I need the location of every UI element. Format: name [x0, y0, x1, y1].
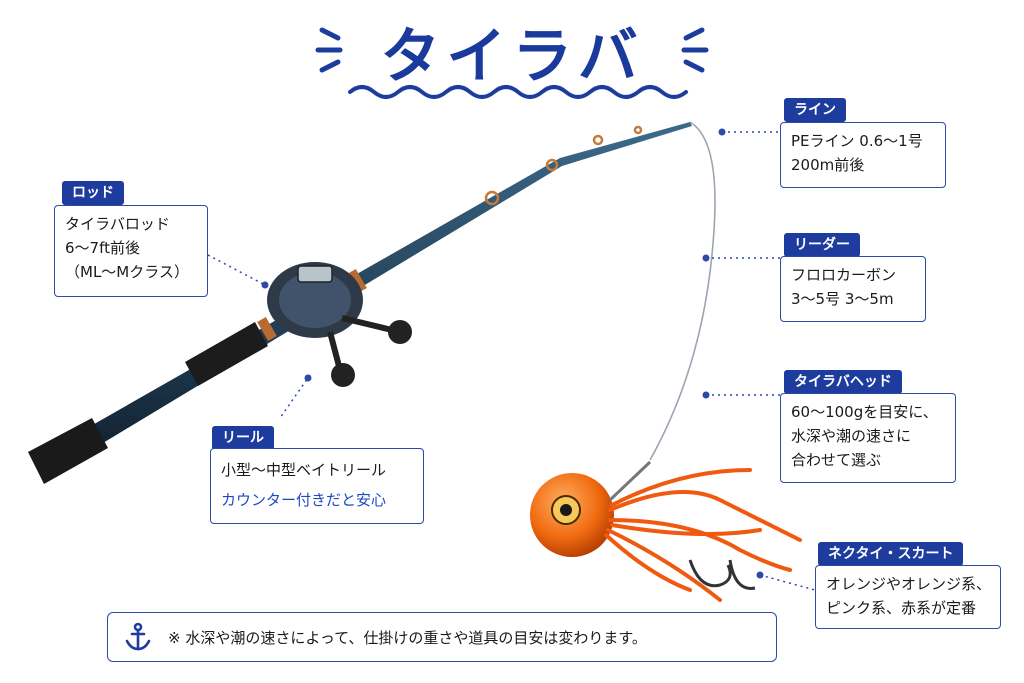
leader-line-1: フロロカーボン	[791, 266, 897, 284]
title-area: タイラバ	[0, 0, 1024, 110]
rod-icon	[28, 122, 692, 484]
reel-icon	[267, 262, 412, 387]
line-line-2: 200m前後	[791, 156, 865, 174]
head-line-3: 合わせて選ぶ	[791, 451, 882, 469]
head-label: 60〜100gを目安に、 水深や潮の速さに 合わせて選ぶ	[780, 393, 956, 483]
rod-line-1: タイラバロッド	[65, 215, 170, 233]
skirt-tag: ネクタイ・スカート	[818, 542, 964, 566]
rod-label: タイラバロッド 6〜7ft前後 （ML〜Mクラス）	[54, 205, 208, 297]
head-tag: タイラバヘッド	[784, 370, 902, 394]
leader-label: フロロカーボン 3〜5号 3〜5m	[780, 256, 926, 322]
line-label: PEライン 0.6〜1号 200m前後	[780, 122, 946, 188]
head-line-2: 水深や潮の速さに	[791, 427, 912, 445]
skirt-label: オレンジやオレンジ系、 ピンク系、赤系が定番	[815, 565, 1001, 629]
line-tag: ライン	[784, 98, 846, 122]
reel-leader-line	[279, 374, 311, 419]
footer-note-text: ※ 水深や潮の速さによって、仕掛けの重さや道具の目安は変わります。	[168, 628, 647, 647]
rod-line-2: 6〜7ft前後	[65, 239, 140, 257]
tairaba-head-icon	[530, 460, 652, 557]
leader-line-2: 3〜5号 3〜5m	[791, 290, 894, 308]
skirt-line-1: オレンジやオレンジ系、	[826, 575, 992, 593]
title-decoration	[315, 27, 709, 99]
hook-icon	[688, 559, 756, 590]
rod-leader-line	[207, 254, 266, 286]
fishing-line	[649, 121, 716, 461]
reel-tag: リール	[212, 426, 274, 450]
skirt-icon	[604, 468, 802, 602]
rod-tag: ロッド	[62, 181, 124, 205]
head-line-1: 60〜100gを目安に、	[791, 403, 938, 421]
reel-label: 小型〜中型ベイトリール カウンター付きだと安心	[210, 448, 424, 524]
footer-note: ※ 水深や潮の速さによって、仕掛けの重さや道具の目安は変わります。	[107, 612, 777, 662]
page-title: タイラバ	[380, 22, 644, 92]
anchor-icon	[108, 613, 168, 661]
rod-line-3: （ML〜Mクラス）	[65, 263, 189, 281]
reel-line-1: 小型〜中型ベイトリール	[221, 461, 387, 479]
reel-accent-line: カウンター付きだと安心	[221, 491, 387, 509]
skirt-line-2: ピンク系、赤系が定番	[826, 599, 977, 617]
skirt-leader-line	[759, 574, 816, 591]
leader-tag: リーダー	[784, 233, 860, 257]
line-line-1: PEライン 0.6〜1号	[791, 132, 923, 150]
